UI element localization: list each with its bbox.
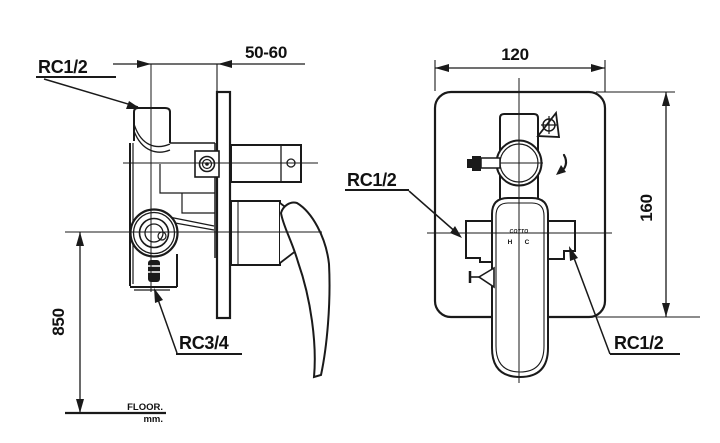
dim-depth-label: 50-60	[245, 43, 287, 62]
label-rc34: RC3/4	[179, 333, 229, 353]
side-view	[65, 64, 331, 379]
dim-mount-height-label: 850	[49, 308, 68, 335]
drain-screw-icon	[468, 266, 495, 289]
leader-rc34: RC3/4	[154, 288, 242, 355]
dimension-mount-height: 850	[49, 232, 84, 413]
check-valve-stub	[467, 156, 501, 171]
outlet-tailpiece	[134, 260, 170, 291]
leader-rc12-top: RC1/2	[36, 57, 141, 109]
front-view: COTTO H C	[427, 78, 612, 383]
dim-height-label: 160	[637, 194, 656, 221]
flow-arrow-icon	[556, 153, 568, 175]
units-label: mm.	[143, 414, 163, 425]
hot-indicator: H	[508, 239, 513, 246]
cold-indicator: C	[525, 239, 530, 246]
wall-plate-side	[215, 90, 232, 320]
leader-rc12-front-left: RC1/2	[345, 170, 462, 238]
floor-label: FLOOR.	[127, 402, 163, 413]
label-rc12-front-left: RC1/2	[347, 170, 397, 190]
screw-boss-side	[194, 150, 220, 178]
label-rc12-front-right: RC1/2	[614, 333, 664, 353]
outlet-port-circles	[129, 208, 179, 258]
handle-side	[279, 201, 331, 379]
label-rc12-top: RC1/2	[38, 57, 88, 77]
dimension-width: 120	[434, 45, 606, 92]
handle-front	[491, 197, 549, 379]
body-wing-left	[465, 220, 493, 263]
inlet-port-side	[133, 107, 171, 153]
dim-width-label: 120	[501, 45, 528, 64]
diverter-flag	[536, 110, 561, 138]
leader-rc12-front-right: RC1/2	[569, 246, 680, 355]
dimension-height: 160	[596, 91, 700, 318]
centerlines-side	[65, 64, 322, 292]
floor-reference: FLOOR. mm.	[65, 402, 166, 425]
dimension-depth: 50-60	[113, 43, 305, 92]
